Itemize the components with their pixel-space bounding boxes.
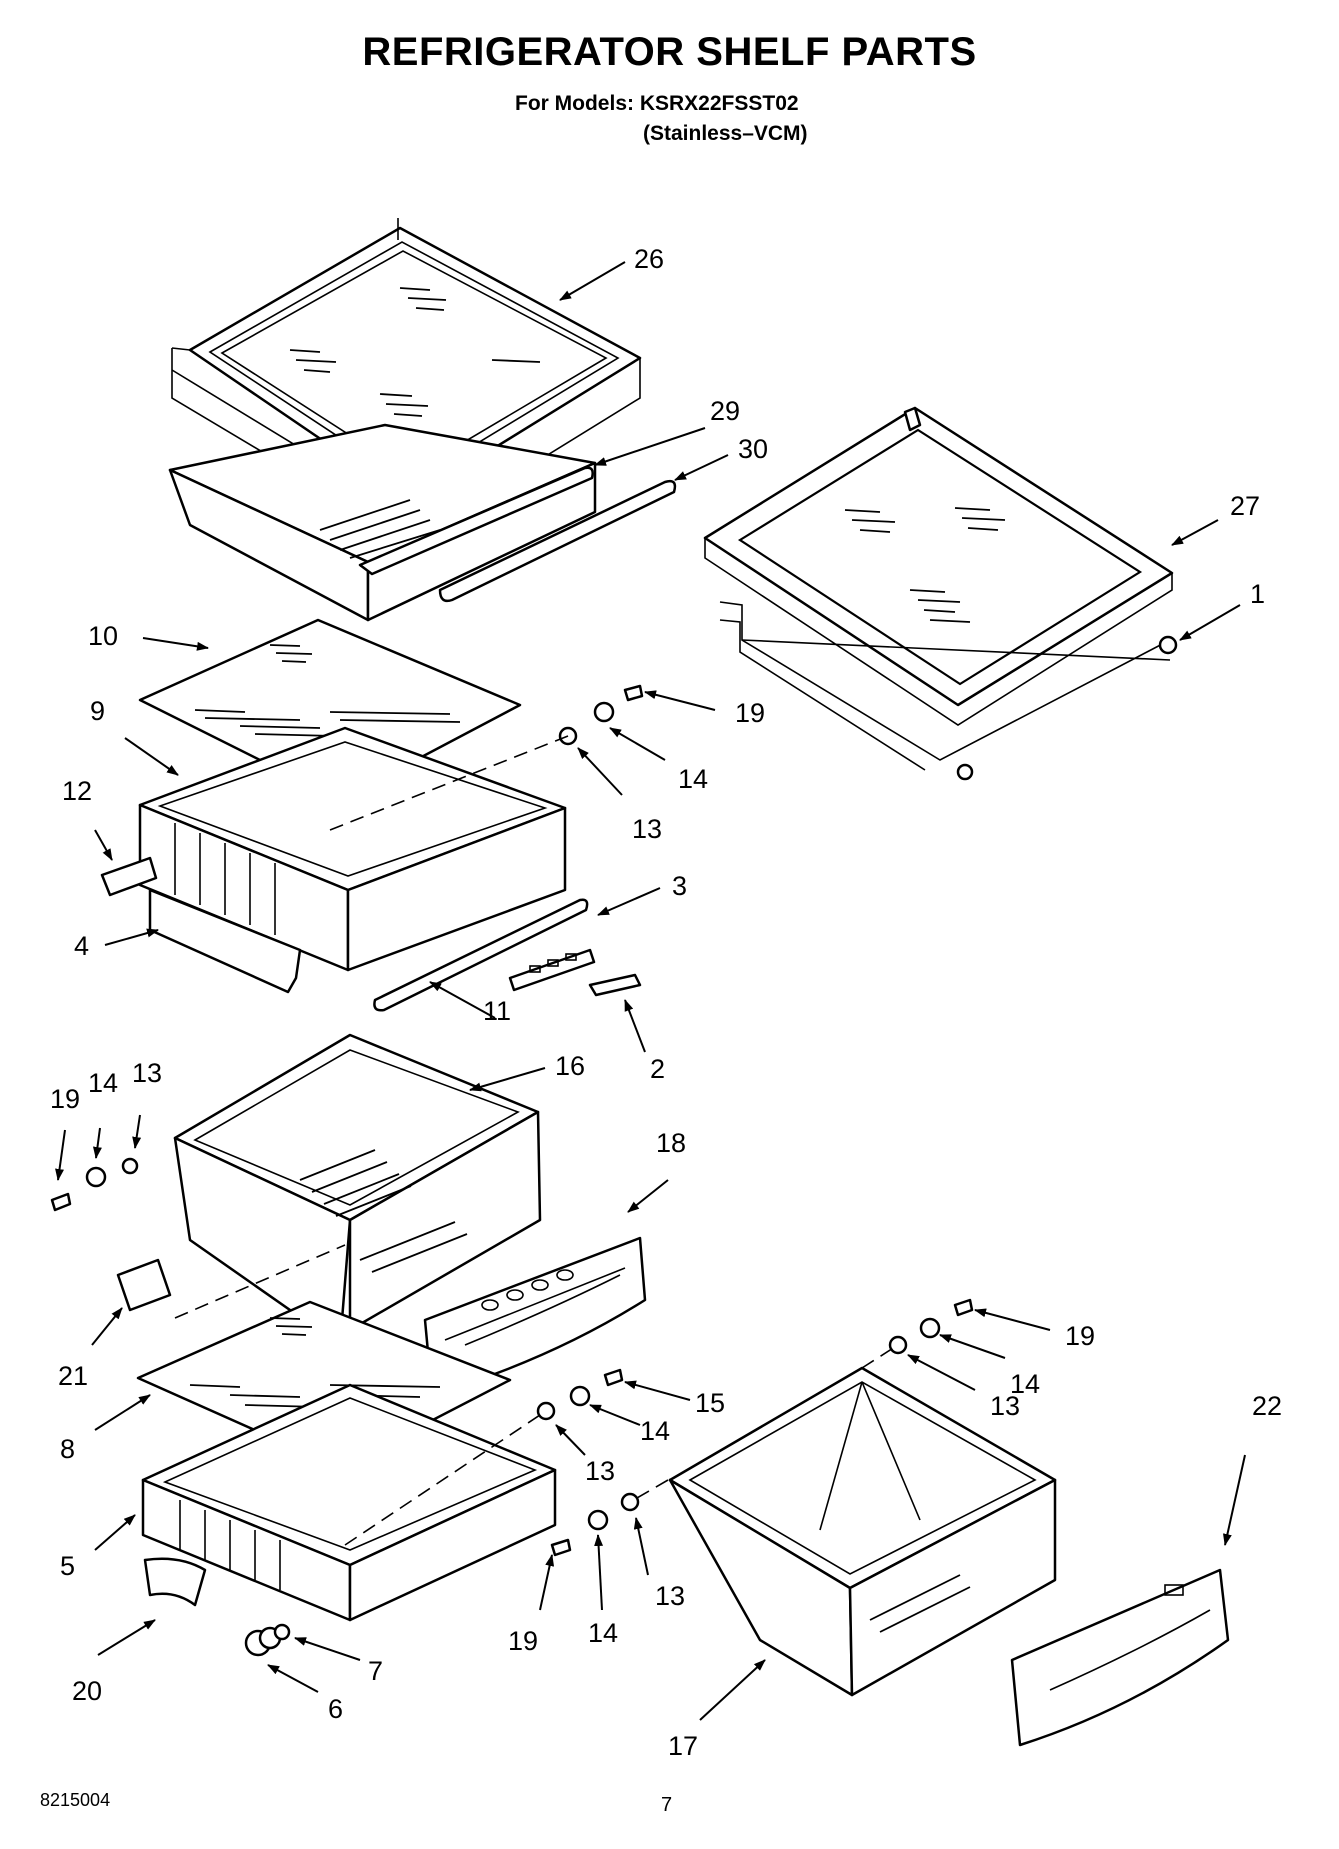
callout-13: 13: [632, 814, 662, 844]
part-4-bracket[interactable]: [148, 888, 302, 994]
callout-19: 19: [735, 698, 765, 728]
callout-10: 10: [88, 621, 118, 651]
part-20-cover[interactable]: [143, 1557, 207, 1607]
callout-4: 4: [74, 931, 89, 961]
callout-9: 9: [90, 696, 105, 726]
callout-15: 15: [695, 1388, 725, 1418]
callout-13: 13: [655, 1581, 685, 1611]
part-9-pan-frame[interactable]: [138, 726, 567, 972]
document-number: 8215004: [40, 1790, 111, 1810]
callout-14: 14: [640, 1416, 670, 1446]
callout-13: 13: [585, 1456, 615, 1486]
callout-12: 12: [62, 776, 92, 806]
part-29-rail[interactable]: [358, 466, 594, 576]
callout-26: 26: [634, 244, 664, 274]
part-17-crisper-drawer[interactable]: [668, 1366, 1057, 1697]
part-1-shelf-frame[interactable]: [719, 601, 1178, 781]
callout-30: 30: [738, 434, 768, 464]
callout-13: 13: [990, 1391, 1020, 1421]
callout-17: 17: [668, 1731, 698, 1761]
part-12-clip[interactable]: [100, 856, 158, 897]
callout-21: 21: [58, 1361, 88, 1391]
callout-16: 16: [555, 1051, 585, 1081]
leader-lines: [55, 261, 1246, 1721]
model-variant: (Stainless–VCM): [643, 122, 808, 145]
callout-14: 14: [588, 1618, 618, 1648]
callout-1: 1: [1250, 579, 1265, 609]
callout-13: 13: [132, 1058, 162, 1088]
callout-18: 18: [656, 1128, 686, 1158]
part-6-7-roller[interactable]: [244, 1623, 291, 1657]
page-number: 7: [661, 1794, 673, 1816]
callout-14: 14: [1010, 1369, 1040, 1399]
part-10-hatching: [194, 644, 461, 737]
callout-19: 19: [50, 1084, 80, 1114]
part-3-slide-track[interactable]: [508, 948, 596, 992]
callout-11: 11: [483, 996, 511, 1026]
part-11-rail[interactable]: [373, 898, 589, 1012]
part-5-crisper-frame[interactable]: [141, 1383, 557, 1622]
model-number: For Models: KSRX22FSST02: [515, 92, 799, 115]
callout-8: 8: [60, 1434, 75, 1464]
callout-19: 19: [508, 1626, 538, 1656]
assembly-lines: [174, 735, 899, 1546]
part-crisper-cover-frame[interactable]: [168, 423, 597, 622]
part-30-rail[interactable]: [438, 479, 677, 603]
part-8-hatching: [189, 1317, 441, 1408]
callout-3: 3: [672, 871, 687, 901]
part-16-crisper-drawer[interactable]: [173, 1033, 542, 1347]
callout-19: 19: [1065, 1321, 1095, 1351]
callout-6: 6: [328, 1694, 343, 1724]
hardware-screws-bushings[interactable]: [50, 684, 974, 1557]
callout-7: 7: [368, 1656, 383, 1686]
callout-2: 2: [650, 1054, 665, 1084]
callout-labels: 26 29 30 27 1 10 9 12 4 11 3 2 19 14 13 …: [50, 244, 1282, 1761]
page-title: REFRIGERATOR SHELF PARTS: [362, 30, 977, 74]
part-22-drawer-front[interactable]: [1010, 1568, 1230, 1747]
callout-29: 29: [710, 396, 740, 426]
callout-14: 14: [678, 764, 708, 794]
part-2-clip[interactable]: [588, 973, 642, 997]
callout-14: 14: [88, 1068, 118, 1098]
callout-27: 27: [1230, 491, 1260, 521]
part-27-glass-shelf[interactable]: [703, 406, 1174, 726]
part-21-clip[interactable]: [116, 1258, 172, 1312]
callout-22: 22: [1252, 1391, 1282, 1421]
callout-5: 5: [60, 1551, 75, 1581]
callout-20: 20: [72, 1676, 102, 1706]
